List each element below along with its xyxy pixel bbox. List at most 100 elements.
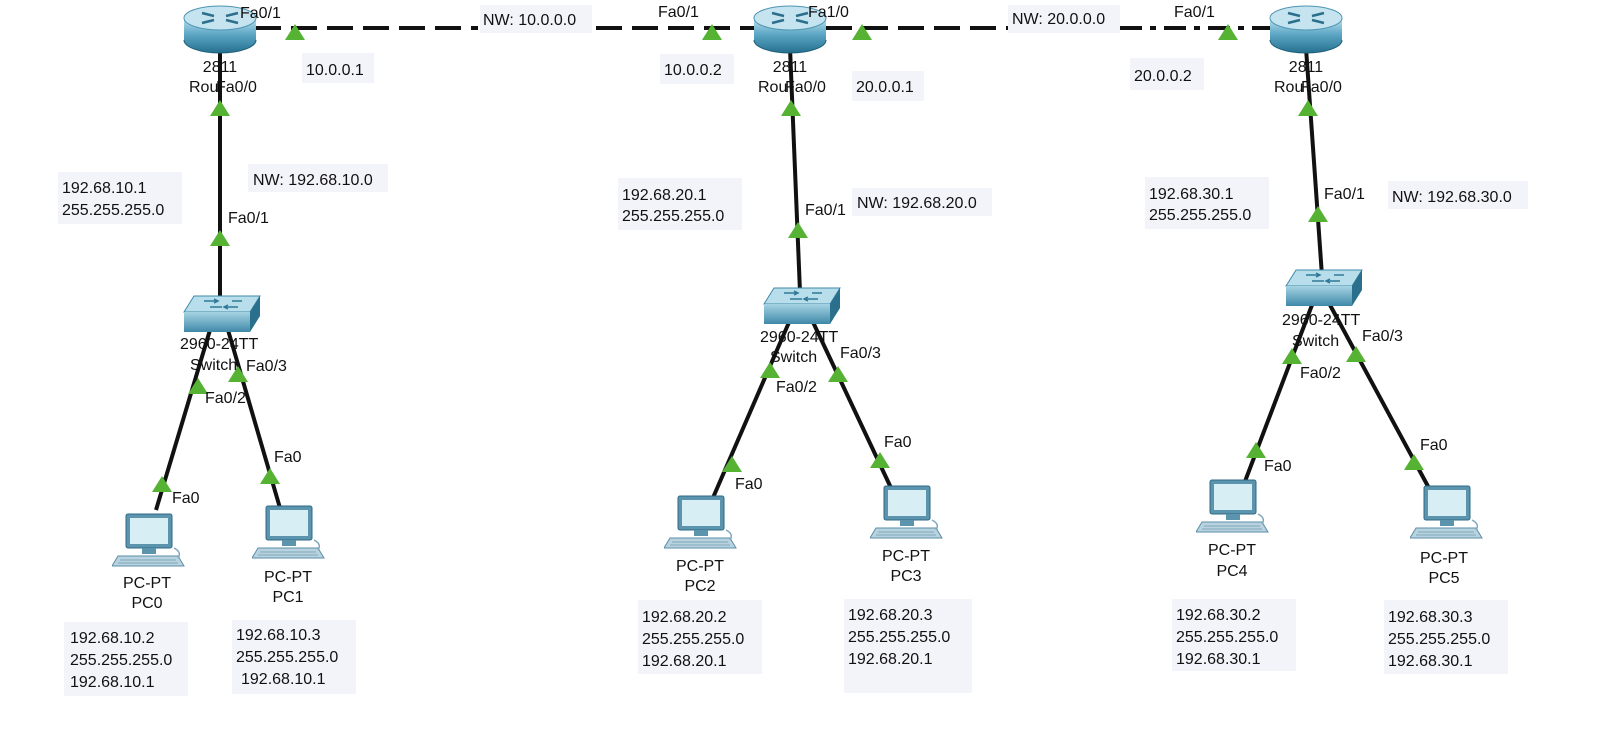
port-label: Fa0/1: [805, 202, 846, 219]
port-label: Fa0/0: [785, 79, 826, 96]
link-up-icon: [828, 366, 848, 382]
pc-name: PC2: [684, 578, 715, 595]
pc-icon: [112, 513, 185, 567]
pc-mask: 255.255.255.0: [848, 629, 950, 646]
pc-name: PC0: [131, 595, 162, 612]
pc-pc3[interactable]: PC-PT PC3: [870, 485, 943, 585]
port-label: Fa0/2: [776, 379, 817, 396]
port-label: Fa0/1: [1324, 186, 1365, 203]
network-label: NW: 192.68.20.0: [857, 195, 977, 212]
port-label: Fa0/3: [1362, 328, 1403, 345]
port-label: Fa0: [1264, 458, 1292, 475]
address-labels: NW: 10.0.0.0 NW: 20.0.0.0 NW: 192.68.10.…: [62, 11, 1512, 225]
switch-name: Switch: [1292, 333, 1339, 350]
port-label: Fa0: [884, 434, 912, 451]
router-ip-label: 20.0.0.1: [856, 79, 914, 96]
pc1-config: 192.68.10.3 255.255.255.0 192.68.10.1: [236, 627, 338, 688]
pc-mask: 255.255.255.0: [1388, 631, 1490, 648]
label-backgrounds: [58, 5, 1528, 696]
router-model: 2811: [773, 59, 808, 76]
network-label: NW: 192.68.10.0: [253, 172, 373, 189]
pc-ip: 192.68.10.2: [70, 630, 155, 647]
router-model: 2811: [1289, 59, 1324, 76]
switch-model: 2960-24TT: [760, 329, 838, 346]
port-label: Fa0/3: [246, 358, 287, 375]
pc-ip: 192.68.10.3: [236, 627, 321, 644]
router-ip-label: 10.0.0.1: [306, 62, 364, 79]
pc-model: PC-PT: [882, 548, 930, 565]
network-label: NW: 10.0.0.0: [483, 12, 576, 29]
link-sw2-pc2[interactable]: [710, 319, 792, 501]
link-up-icon: [788, 222, 808, 238]
port-label: Fa0/1: [228, 210, 269, 227]
pc-icon: [1410, 485, 1483, 539]
pc-icon: [870, 485, 943, 539]
pc-model: PC-PT: [1208, 542, 1256, 559]
router-name: Rou: [189, 79, 218, 96]
switch-sw1[interactable]: 2960-24TT Switch: [180, 295, 261, 374]
link-sw1-pc0[interactable]: [154, 329, 212, 511]
pc-gateway: 192.68.20.1: [848, 651, 933, 668]
link-up-icon: [1308, 206, 1328, 222]
pc-config-labels: 192.68.10.2 255.255.255.0 192.68.10.1 19…: [70, 607, 1490, 691]
pc-name: PC5: [1428, 570, 1459, 587]
pc5-config: 192.68.30.3 255.255.255.0 192.68.30.1: [1388, 609, 1490, 670]
port-label: Fa0: [172, 490, 200, 507]
port-label: Fa0/0: [216, 79, 257, 96]
port-label: Fa0/1: [1174, 4, 1215, 21]
router-r3[interactable]: 2811 Rou: [1268, 4, 1344, 96]
link-up-icon: [1298, 100, 1318, 116]
port-label: Fa0: [274, 449, 302, 466]
pc-model: PC-PT: [264, 569, 312, 586]
link-up-icon: [210, 230, 230, 246]
pc-pc5[interactable]: PC-PT PC5: [1410, 485, 1483, 587]
port-label: Fa0: [1420, 437, 1448, 454]
router-r2[interactable]: 2811 Rou: [752, 4, 828, 96]
router-name: Rou: [1274, 79, 1303, 96]
pc-pc4[interactable]: PC-PT PC4: [1196, 479, 1269, 580]
port-label: Fa0/3: [840, 345, 881, 362]
link-r3-sw3[interactable]: [1304, 47, 1324, 277]
switch-sw3[interactable]: 2960-24TT Switch: [1282, 269, 1363, 350]
link-up-icon: [152, 476, 172, 492]
port-label: Fa0/0: [1301, 79, 1342, 96]
pc-pc2[interactable]: PC-PT PC2: [664, 495, 737, 595]
pc-gateway: 192.68.20.1: [642, 653, 727, 670]
network-label: NW: 192.68.30.0: [1392, 189, 1512, 206]
link-r2-sw2[interactable]: [788, 47, 802, 293]
pc-name: PC1: [272, 589, 303, 606]
network-label: NW: 20.0.0.0: [1012, 11, 1105, 28]
link-up-icon: [1246, 442, 1266, 458]
pc-pc1[interactable]: PC-PT PC1: [252, 505, 325, 606]
router-icon: [1268, 4, 1344, 55]
pc-ip: 192.68.20.3: [848, 607, 933, 624]
pc-name: PC4: [1216, 563, 1247, 580]
link-up-icon: [260, 468, 280, 484]
port-labels: Fa0/1 Fa0/0 Fa0/1 Fa1/0 Fa0/0 Fa0/1 Fa0/…: [172, 4, 1448, 507]
router-ip-label: 192.68.30.1: [1149, 186, 1234, 203]
router-model: 2811: [203, 59, 238, 76]
pc-mask: 255.255.255.0: [642, 631, 744, 648]
pc-icon: [252, 505, 325, 559]
port-label: Fa0/1: [658, 4, 699, 21]
router-mask-label: 255.255.255.0: [622, 208, 724, 225]
switch-icon: [1285, 269, 1363, 307]
router-r1[interactable]: 2811 Rou: [182, 4, 258, 96]
pc-pc0[interactable]: PC-PT PC0: [112, 513, 185, 612]
pc-gateway: 192.68.30.1: [1388, 653, 1473, 670]
port-label: Fa0: [735, 476, 763, 493]
switch-name: Switch: [190, 357, 237, 374]
link-up-icon: [1346, 346, 1366, 362]
port-label: Fa1/0: [808, 4, 849, 21]
pc-model: PC-PT: [676, 558, 724, 575]
pc-model: PC-PT: [1420, 550, 1468, 567]
port-label: Fa0/2: [1300, 365, 1341, 382]
link-up-icon: [1404, 454, 1424, 470]
port-label: Fa0/1: [240, 5, 281, 22]
links: [154, 26, 1432, 511]
switch-model: 2960-24TT: [180, 336, 258, 353]
pc-ip: 192.68.30.2: [1176, 607, 1261, 624]
router-mask-label: 255.255.255.0: [1149, 207, 1251, 224]
switch-sw2[interactable]: 2960-24TT Switch: [760, 287, 841, 366]
